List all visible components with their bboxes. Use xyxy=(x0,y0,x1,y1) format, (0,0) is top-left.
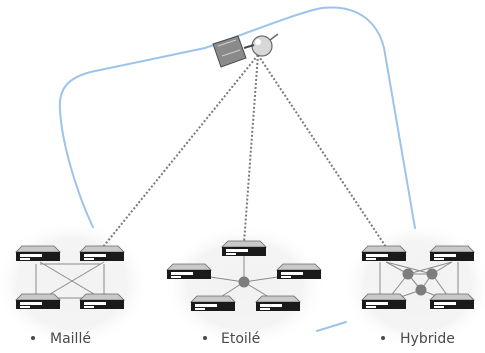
bullet-icon xyxy=(381,336,385,340)
satellite-link-mesh xyxy=(102,54,259,248)
mesh-topology xyxy=(15,245,125,310)
hybrid-topology xyxy=(361,245,475,310)
mesh-glow xyxy=(0,220,150,348)
satellite-icon xyxy=(212,33,279,68)
network-device-icon xyxy=(221,240,267,257)
network-device-icon xyxy=(361,245,407,262)
label-star: Etoilé xyxy=(221,331,260,347)
network-device-icon xyxy=(79,293,125,310)
network-device-icon xyxy=(190,295,236,312)
satellite-link-star xyxy=(243,54,259,244)
network-device-icon xyxy=(255,295,301,312)
label-hybrid: Hybride xyxy=(400,331,455,347)
hybrid-hub xyxy=(402,268,414,280)
satellite-link-hybrid xyxy=(257,54,387,248)
coverage-outline xyxy=(58,6,416,229)
network-device-icon xyxy=(429,293,475,310)
network-device-icon xyxy=(166,263,212,280)
network-device-icon xyxy=(79,245,125,262)
star-topology xyxy=(166,240,322,312)
network-device-icon xyxy=(429,245,475,262)
bullet-icon xyxy=(31,336,35,340)
network-device-icon xyxy=(276,263,322,280)
coverage-outline-segment xyxy=(316,321,347,332)
network-device-icon xyxy=(361,293,407,310)
bullet-icon xyxy=(203,336,207,340)
network-device-icon xyxy=(15,293,61,310)
network-device-icon xyxy=(15,245,61,262)
hybrid-hub xyxy=(426,268,438,280)
star-hub xyxy=(238,276,250,288)
hybrid-hub xyxy=(415,284,427,296)
label-mesh: Maillé xyxy=(50,331,91,347)
